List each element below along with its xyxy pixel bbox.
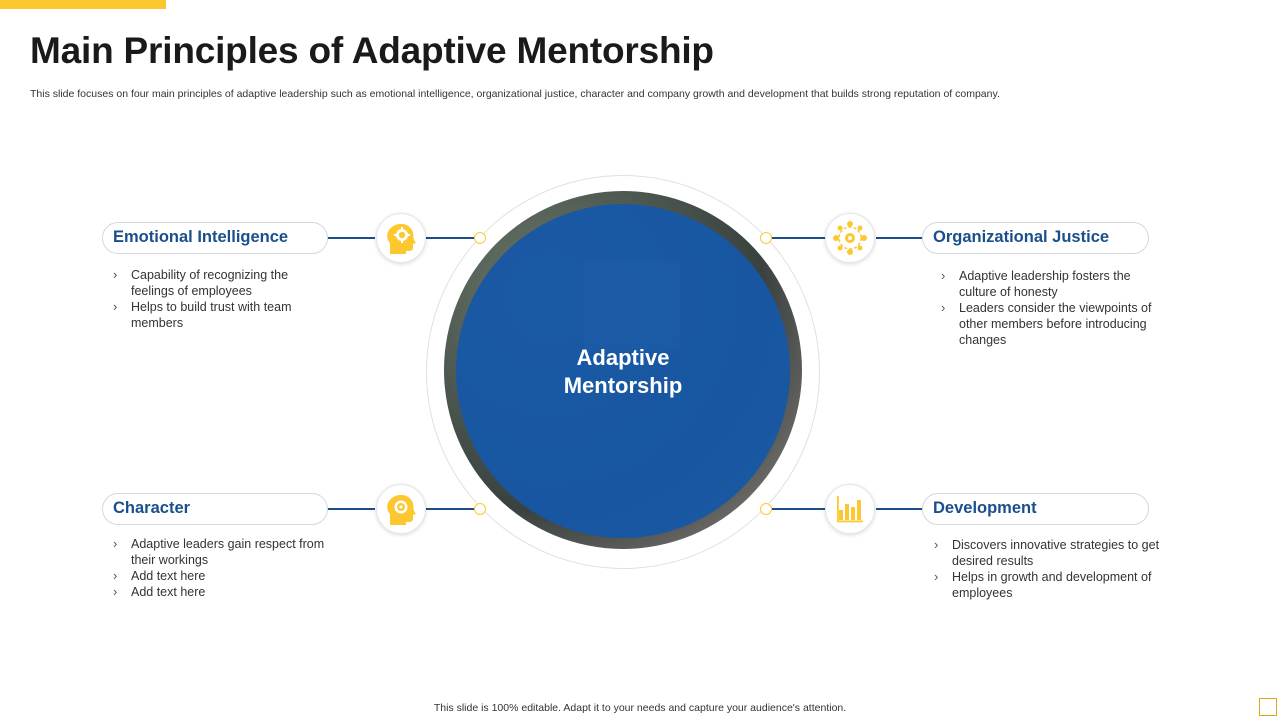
footer-note: This slide is 100% editable. Adapt it to… xyxy=(433,702,847,714)
connector-dot xyxy=(474,503,486,515)
list-item: Helps in growth and development of emplo… xyxy=(934,569,1179,601)
network-gear-icon xyxy=(833,221,867,255)
list-item: Discovers innovative strategies to get d… xyxy=(934,537,1179,569)
connector-line xyxy=(876,508,924,510)
connector-line xyxy=(327,237,375,239)
list-item: Leaders consider the viewpoints of other… xyxy=(941,300,1171,348)
accent-bar xyxy=(0,0,166,9)
emotional-intelligence-bullets: Capability of recognizing the feelings o… xyxy=(113,267,313,331)
development-icon-badge xyxy=(825,484,875,534)
organizational-justice-bullets: Adaptive leadership fosters the culture … xyxy=(941,268,1171,348)
principle-title-development: Development xyxy=(922,493,1149,525)
character-icon-badge xyxy=(376,484,426,534)
character-bullets: Adaptive leaders gain respect from their… xyxy=(113,536,348,600)
connector-line xyxy=(876,237,924,239)
connector-dot xyxy=(760,503,772,515)
center-label: Adaptive Mentorship xyxy=(456,344,790,400)
principle-title-emotional-intelligence: Emotional Intelligence xyxy=(102,222,328,254)
corner-marker xyxy=(1259,698,1277,716)
connector-line xyxy=(327,508,375,510)
connector-line xyxy=(426,508,475,510)
center-label-line2: Mentorship xyxy=(563,373,683,398)
bar-chart-icon xyxy=(837,496,863,523)
page-subtitle: This slide focuses on four main principl… xyxy=(30,88,1000,100)
list-item: Helps to build trust with team members xyxy=(113,299,313,331)
list-item: Capability of recognizing the feelings o… xyxy=(113,267,313,299)
page-title: Main Principles of Adaptive Mentorship xyxy=(30,30,714,71)
head-gear-icon xyxy=(387,223,416,254)
principle-title-organizational-justice: Organizational Justice xyxy=(922,222,1149,254)
list-item: Add text here xyxy=(113,584,348,600)
list-item: Add text here xyxy=(113,568,348,584)
head-gear-icon xyxy=(387,494,416,525)
connector-line xyxy=(772,508,825,510)
center-label-line1: Adaptive xyxy=(576,345,670,370)
list-item: Adaptive leadership fosters the culture … xyxy=(941,268,1171,300)
principle-title-character: Character xyxy=(102,493,328,525)
emotional-intelligence-icon-badge xyxy=(376,213,426,263)
list-item: Adaptive leaders gain respect from their… xyxy=(113,536,348,568)
organizational-justice-icon-badge xyxy=(825,213,875,263)
connector-line xyxy=(772,237,825,239)
center-blue-overlay xyxy=(456,204,790,538)
connector-dot xyxy=(760,232,772,244)
connector-line xyxy=(426,237,475,239)
development-bullets: Discovers innovative strategies to get d… xyxy=(934,537,1179,601)
connector-dot xyxy=(474,232,486,244)
